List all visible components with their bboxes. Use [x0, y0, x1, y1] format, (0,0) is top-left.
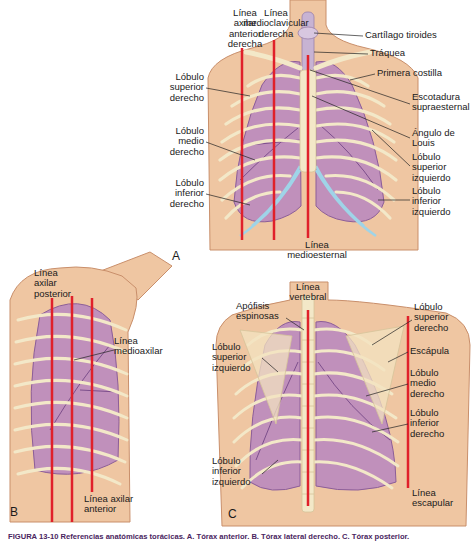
anatomy-label: Lóbulo inferior izquierdo: [412, 186, 462, 217]
anatomy-label: Lóbulo superior derecho: [414, 302, 468, 333]
anatomy-label: Lóbulo medio derecho: [410, 368, 464, 399]
panel-letter: C: [228, 508, 248, 521]
posterior-thorax: [216, 282, 470, 526]
anatomy-label: Lóbulo inferior izquierdo: [212, 456, 262, 487]
panel-letter: A: [172, 250, 192, 263]
anatomy-label: Apófisis espinosas: [236, 301, 288, 322]
anatomy-label: Lóbulo inferior derecho: [158, 178, 204, 209]
anatomy-label: Lóbulo superior izquierdo: [412, 152, 462, 183]
anatomy-label: Lóbulo superior izquierdo: [212, 342, 262, 373]
anatomy-label: Lóbulo medio derecho: [158, 126, 204, 157]
anatomy-label: Lóbulo superior derecho: [158, 72, 204, 103]
figure-caption: FIGURA 13-10 Referencias anatómicas torá…: [8, 532, 470, 541]
anatomy-label: Ángulo de Louis: [412, 128, 456, 149]
anatomy-label: Línea axilar anterior: [84, 494, 146, 515]
anatomy-label: Tráquea: [370, 48, 430, 58]
anatomy-label: Escápula: [410, 346, 466, 356]
anatomy-label: Línea axilar posterior: [34, 268, 78, 299]
panel-letter: B: [10, 506, 30, 519]
lateral-thorax: [10, 252, 172, 522]
anatomy-label: Cartílago tiroides: [365, 30, 455, 40]
anatomy-label: Primera costilla: [377, 68, 467, 78]
anatomy-label: Línea vertebral: [286, 282, 330, 303]
anatomy-label: Línea medioclavicular derecha: [240, 8, 312, 39]
anatomy-label: Escotadura supraesternal: [412, 92, 474, 113]
anatomy-label: Lóbulo inferior derecho: [410, 408, 464, 439]
anatomy-label: Línea medioaxilar: [114, 336, 172, 357]
anatomy-label: Línea medioesternal: [284, 240, 350, 261]
anatomy-label: Línea escapular: [412, 488, 460, 509]
